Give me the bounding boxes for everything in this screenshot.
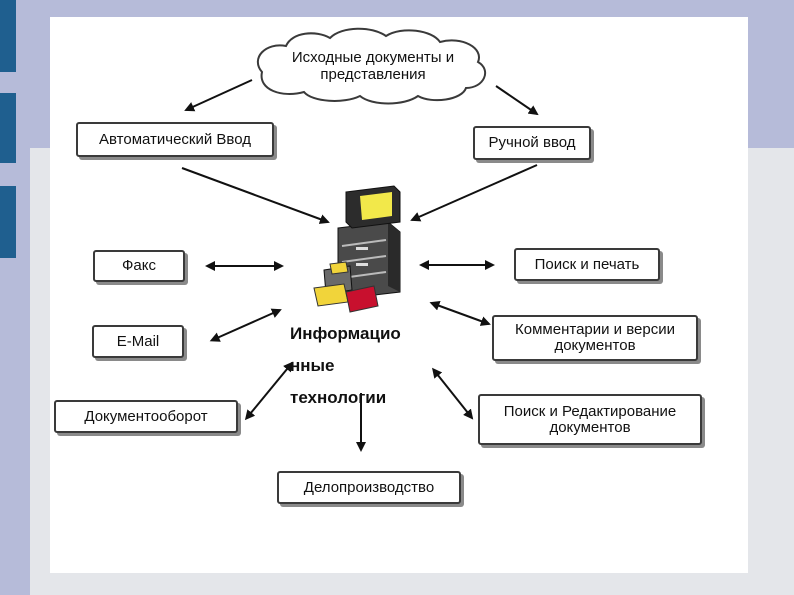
center-label-line: технологии xyxy=(290,388,387,407)
node-label: Автоматический Ввод xyxy=(99,130,251,148)
node-label: Комментарии и версии xyxy=(515,321,675,338)
node-label: Документооборот xyxy=(84,407,208,425)
auto-input-node: Автоматический Ввод xyxy=(76,122,274,157)
search-edit-node: Поиск и Редактирование документов xyxy=(478,394,702,445)
accent-bar xyxy=(0,93,16,163)
center-label-line: нные xyxy=(290,356,335,375)
center-label-line: Информацио xyxy=(290,324,401,343)
accent-bar xyxy=(0,0,16,72)
arrow xyxy=(432,367,474,420)
records-node: Делопроизводство xyxy=(277,471,461,504)
arrow xyxy=(429,300,491,326)
source-documents-cloud: Исходные документы и представления xyxy=(268,49,478,83)
arrow xyxy=(495,85,539,116)
manual-input-node: Ручной ввод xyxy=(473,126,591,160)
node-label: Поиск и Редактирование xyxy=(503,402,677,420)
cloud-text-line: Исходные документы и xyxy=(291,49,455,66)
cloud-text-line: представления xyxy=(320,66,426,83)
comments-node: Комментарии и версии документов xyxy=(492,315,698,361)
node-label: Факс xyxy=(122,257,156,274)
node-label: Поиск и печать xyxy=(534,255,640,273)
docflow-node: Документооборот xyxy=(54,400,238,433)
node-label: документов xyxy=(554,337,636,354)
computer-cabinet-icon xyxy=(313,185,401,313)
node-label: документов xyxy=(549,418,631,436)
fax-node: Факс xyxy=(93,250,185,282)
node-label: Ручной ввод xyxy=(488,134,576,151)
node-label: E-Mail xyxy=(116,332,160,350)
search-print-node: Поиск и печать xyxy=(514,248,660,281)
arrow xyxy=(181,167,330,224)
arrow xyxy=(209,308,282,342)
arrow xyxy=(410,164,538,222)
arrow xyxy=(244,361,294,421)
source-cloud-shape xyxy=(256,27,487,105)
accent-bar xyxy=(0,186,16,258)
arrow xyxy=(184,79,253,112)
node-label: Делопроизводство xyxy=(303,478,435,496)
email-node: E-Mail xyxy=(92,325,184,358)
center-label: Информацио нные технологии xyxy=(290,318,440,414)
